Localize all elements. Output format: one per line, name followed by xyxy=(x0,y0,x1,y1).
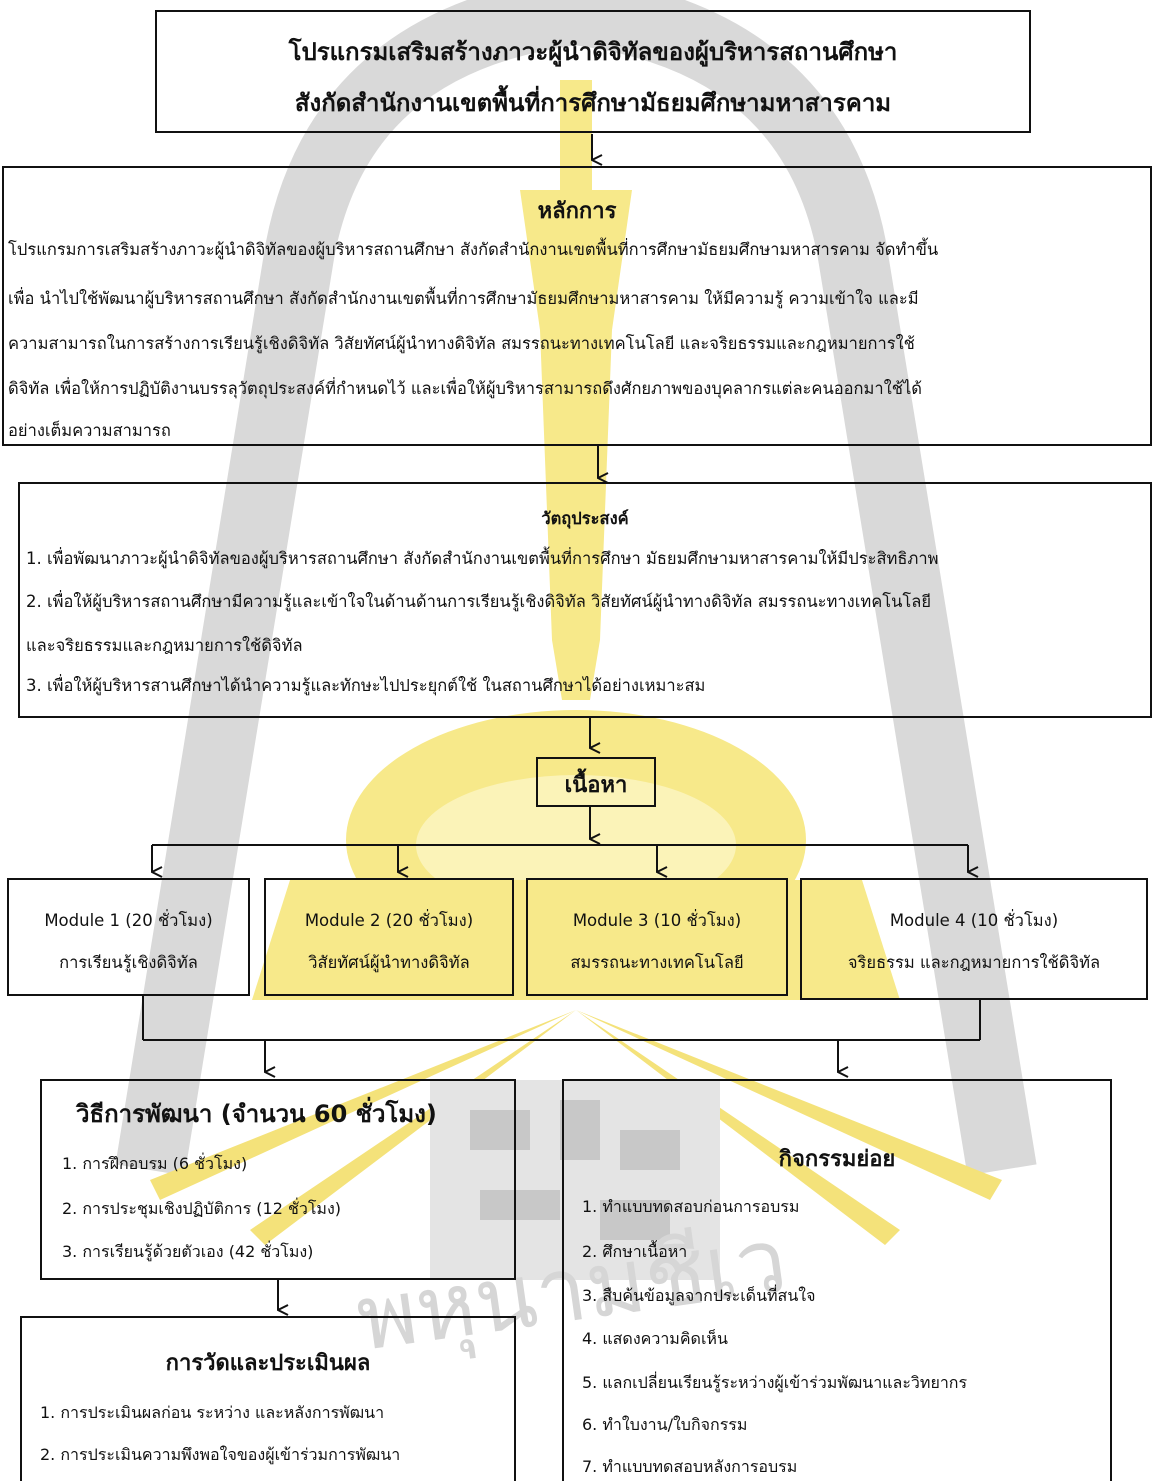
methods-heading: วิธีการพัฒนา (จำนวน 60 ชั่วโมง) xyxy=(76,1100,437,1128)
module-3-title: Module 3 (10 ชั่วโมง) xyxy=(572,911,742,930)
principle-line-2: เพื่อ นำไปใช้พัฒนาผู้บริหารสถานศึกษา สัง… xyxy=(8,289,919,308)
content-label: เนื้อหา xyxy=(564,773,628,798)
watermark-tower-top xyxy=(560,80,592,190)
principle-line-4: ดิจิทัล เพื่อให้การปฏิบัติงานบรรลุวัตถุป… xyxy=(8,379,922,398)
module-1-box xyxy=(7,878,250,996)
activities-item-2: 2. ศึกษาเนื้อหา xyxy=(582,1242,688,1261)
objectives-heading: วัตถุประสงค์ xyxy=(541,509,629,528)
activities-item-4: 4. แสดงความคิดเห็น xyxy=(582,1329,728,1348)
module-4-subtitle: จริยธรรม และกฎหมายการใช้ดิจิทัล xyxy=(847,953,1101,972)
principle-line-5: อย่างเต็มความสามารถ xyxy=(8,421,171,440)
objective-line-2: 2. เพื่อให้ผู้บริหารสถานศึกษามีความรู้แล… xyxy=(26,592,932,611)
module-2-title: Module 2 (20 ชั่วโมง) xyxy=(304,911,474,930)
program-title-line2: สังกัดสำนักงานเขตพื้นที่การศึกษามัธยมศึก… xyxy=(294,89,892,117)
watermark-tower-base xyxy=(252,880,900,1000)
activities-item-6: 6. ทำใบงาน/ใบกิจกรรม xyxy=(582,1415,748,1434)
methods-item-3: 3. การเรียนรู้ด้วยตัวเอง (42 ชั่วโมง) xyxy=(62,1242,314,1261)
module-2-subtitle: วิสัยทัศน์ผู้นำทางดิจิทัล xyxy=(308,953,470,972)
evaluation-item-2: 2. การประเมินความพึงพอใจของผู้เข้าร่วมกา… xyxy=(40,1445,401,1464)
objectives-box xyxy=(18,482,1152,718)
objective-line-3: และจริยธรรมและกฎหมายการใช้ดิจิทัล xyxy=(26,636,303,655)
activities-heading: กิจกรรมย่อย xyxy=(778,1147,896,1172)
module-3-subtitle: สมรรถนะทางเทคโนโลยี xyxy=(570,953,744,972)
module-2-box xyxy=(264,878,514,996)
activities-item-1: 1. ทำแบบทดสอบก่อนการอบรม xyxy=(582,1197,800,1216)
principle-line-1: โปรแกรมการเสริมสร้างภาวะผู้นำดิจิทัลของผ… xyxy=(8,240,939,259)
objective-line-4: 3. เพื่อให้ผู้บริหารสานศึกษาได้นำความรู้… xyxy=(26,676,706,695)
evaluation-item-1: 1. การประเมินผลก่อน ระหว่าง และหลังการพั… xyxy=(40,1403,385,1422)
activities-item-7: 7. ทำแบบทดสอบหลังการอบรม xyxy=(582,1457,798,1476)
evaluation-box xyxy=(20,1316,516,1481)
program-title-line1: โปรแกรมเสริมสร้างภาวะผู้นำดิจิทัลของผู้บ… xyxy=(288,38,898,66)
program-title-box xyxy=(155,10,1031,133)
evaluation-heading: การวัดและประเมินผล xyxy=(165,1351,371,1376)
principle-line-3: ความสามารถในการสร้างการเรียนรู้เชิงดิจิท… xyxy=(8,334,915,353)
activities-box xyxy=(562,1079,1112,1481)
content-box xyxy=(536,757,656,807)
module-1-subtitle: การเรียนรู้เชิงดิจิทัล xyxy=(59,953,198,972)
module-4-title: Module 4 (10 ชั่วโมง) xyxy=(889,911,1059,930)
principle-heading: หลักการ xyxy=(537,199,617,224)
module-1-title: Module 1 (20 ชั่วโมง) xyxy=(44,911,213,930)
activities-item-5: 5. แลกเปลี่ยนเรียนรู้ระหว่างผู้เข้าร่วมพ… xyxy=(582,1373,968,1392)
methods-item-1: 1. การฝึกอบรม (6 ชั่วโมง) xyxy=(62,1154,248,1173)
methods-item-2: 2. การประชุมเชิงปฏิบัติการ (12 ชั่วโมง) xyxy=(62,1199,342,1218)
principle-box xyxy=(2,166,1152,446)
methods-box xyxy=(40,1079,516,1280)
module-3-box xyxy=(526,878,788,996)
activities-item-3: 3. สืบค้นข้อมูลจากประเด็นที่สนใจ xyxy=(582,1286,816,1305)
objective-line-1: 1. เพื่อพัฒนาภาวะผู้นำดิจิทัลของผู้บริหา… xyxy=(26,549,939,568)
module-4-box xyxy=(800,878,1148,1000)
